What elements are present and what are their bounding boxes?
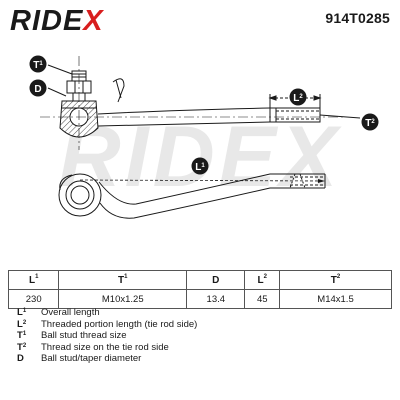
legend: L1 Overall length L2 Threaded portion le… xyxy=(17,307,197,365)
specs-header-l1: L1 xyxy=(7,270,60,290)
brand-logo-main: RIDE xyxy=(10,5,84,37)
svg-text:T1: T1 xyxy=(33,60,43,71)
specs-value-l2: 45 xyxy=(244,289,281,309)
legend-text: Threaded portion length (tie rod side) xyxy=(41,318,198,330)
tie-rod-top-view xyxy=(40,56,361,150)
legend-item: T2 Thread size on the tie rod side xyxy=(17,341,169,353)
svg-text:L2: L2 xyxy=(293,93,303,104)
specs-value-row: 230 M10x1.25 13.4 45 M14x1.5 xyxy=(7,289,392,309)
technical-drawing: RIDEX xyxy=(29,55,379,219)
svg-text:D: D xyxy=(34,84,41,95)
brand-logo-x: X xyxy=(83,5,104,37)
specs-header-row: L1 T1 D L2 T2 xyxy=(7,270,392,290)
specs-header-t1: T1 xyxy=(58,270,188,290)
specs-value-t1: M10x1.25 xyxy=(58,289,188,309)
part-number: 914T0285 xyxy=(325,10,390,26)
specs-header-l2: L2 xyxy=(244,270,281,290)
legend-text: Ball stud thread size xyxy=(41,330,127,341)
legend-item: D Ball stud/taper diameter xyxy=(17,353,142,364)
svg-text:L1: L1 xyxy=(195,162,205,173)
badge-l1: L1 xyxy=(191,157,209,175)
svg-text:T2: T2 xyxy=(365,118,375,129)
legend-item: L2 Threaded portion length (tie rod side… xyxy=(17,318,198,330)
badge-t1: T1 xyxy=(29,55,47,73)
header: RIDEX 914T0285 xyxy=(0,0,400,38)
badge-l2: L2 xyxy=(289,88,307,106)
badge-d: D xyxy=(29,79,47,97)
specs-header-d: D xyxy=(186,270,246,290)
specs-value-t2: M14x1.5 xyxy=(279,289,392,309)
brand-logo: RIDEX xyxy=(10,5,104,38)
specs-value-d: 13.4 xyxy=(186,289,246,309)
legend-text: Overall length xyxy=(41,307,100,318)
tie-rod-side-view xyxy=(58,173,326,219)
specs-value-l1: 230 xyxy=(7,289,60,309)
legend-item: T1 Ball stud thread size xyxy=(17,330,127,341)
legend-text: Ball stud/taper diameter xyxy=(41,353,142,364)
specs-table: L1 T1 D L2 T2 230 M10x1.25 13.4 45 M14x1… xyxy=(7,270,392,309)
legend-text: Thread size on the tie rod side xyxy=(41,341,169,353)
specs-header-t2: T2 xyxy=(279,270,392,290)
badge-t2: T2 xyxy=(361,113,379,131)
legend-item: L1 Overall length xyxy=(17,307,100,318)
